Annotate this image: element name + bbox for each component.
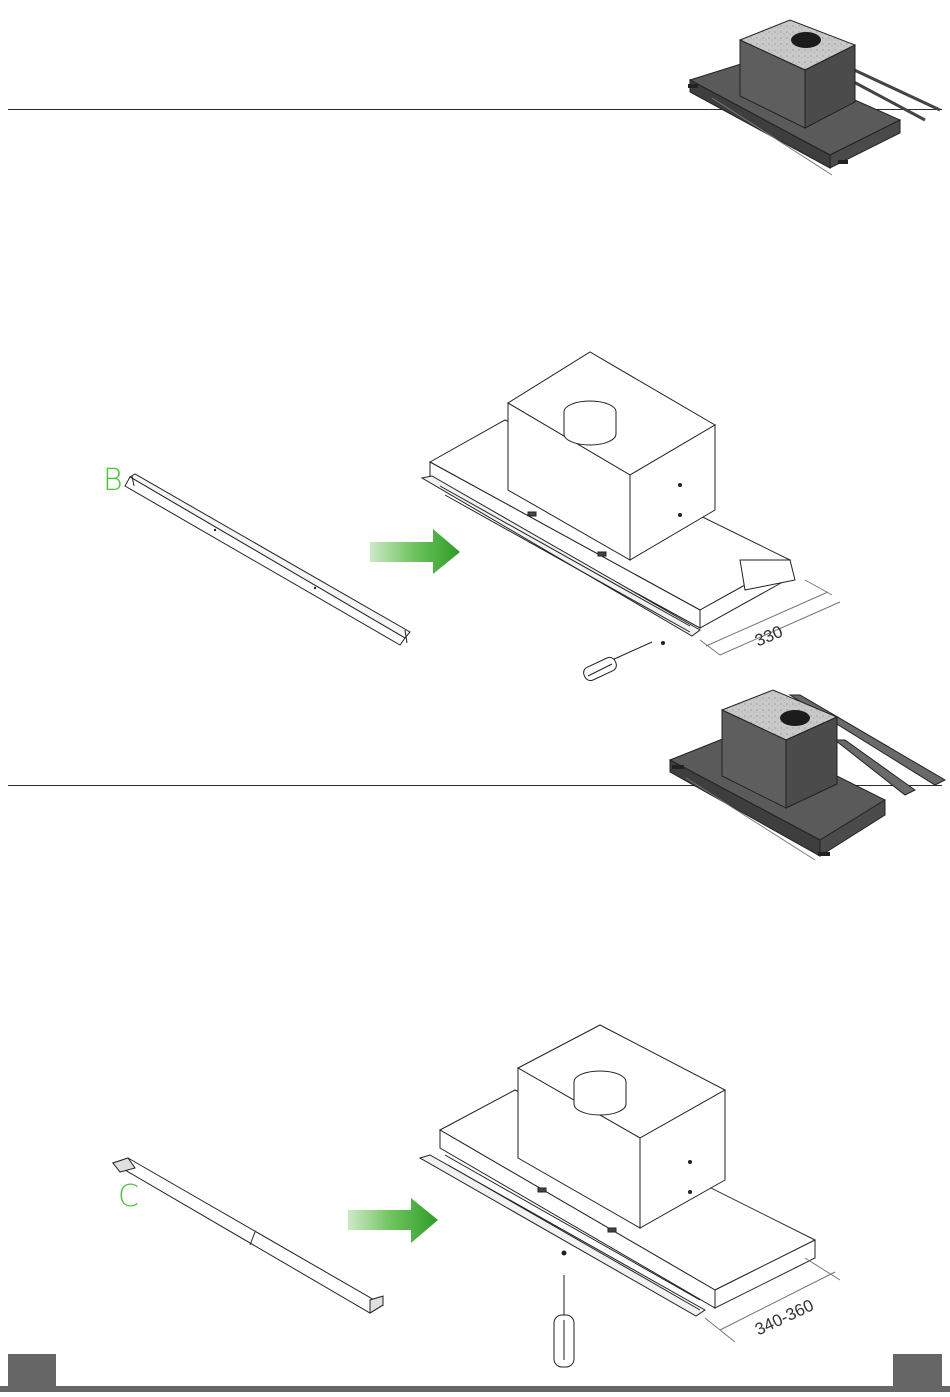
hood-assembly-icon [420, 1025, 815, 1316]
screw-icon [562, 1251, 567, 1256]
footer-bar [0, 1386, 950, 1392]
screwdriver-icon [554, 1275, 574, 1367]
